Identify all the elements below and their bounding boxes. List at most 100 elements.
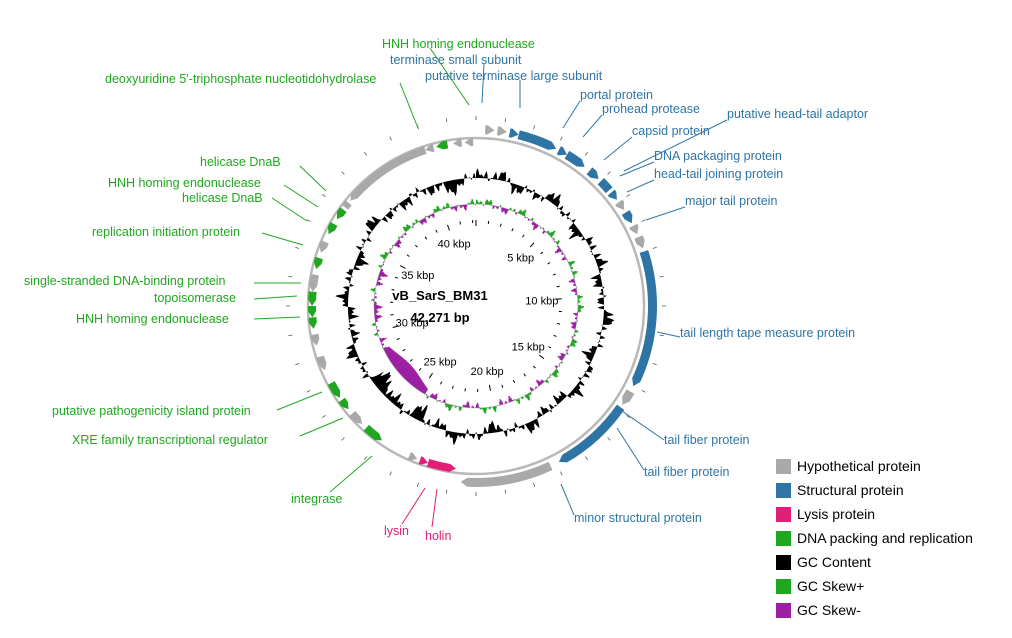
- kbp-tick: [555, 298, 562, 300]
- leader-line: [271, 197, 308, 222]
- outer-tick: [306, 219, 311, 222]
- gene-lysis: [426, 459, 457, 472]
- leader-line: [253, 295, 298, 300]
- gene-dna: [308, 306, 317, 318]
- leader-line: [582, 114, 603, 138]
- legend-swatch: [776, 530, 791, 546]
- gene-hypothetical: [629, 223, 639, 235]
- gene-structural: [601, 182, 613, 194]
- kbp-tick: [428, 372, 433, 379]
- annotation-label: helicase DnaB: [200, 155, 281, 169]
- kbp-tick: [499, 223, 502, 227]
- kbp-tick-label: 30 kbp: [396, 318, 429, 330]
- gene-structural: [564, 150, 585, 167]
- gene-hypothetical: [316, 355, 327, 371]
- annotation-label: major tail protein: [685, 194, 777, 208]
- gc-skew-baseline: [373, 203, 579, 409]
- annotation-label: helicase DnaB: [182, 191, 263, 205]
- leader-line: [253, 316, 301, 320]
- kbp-tick: [391, 289, 395, 291]
- annotation-label: integrase: [291, 492, 342, 506]
- outer-tick: [288, 334, 293, 337]
- outer-tick: [560, 471, 563, 476]
- legend-label: Hypothetical protein: [797, 458, 921, 474]
- kbp-tick: [414, 244, 418, 248]
- kbp-tick: [399, 265, 406, 269]
- annotation-label: tail fiber protein: [644, 465, 730, 479]
- kbp-tick: [538, 354, 545, 360]
- annotation-label: prohead protease: [602, 102, 700, 116]
- gene-dna: [308, 317, 317, 329]
- gene-hypothetical: [309, 273, 319, 292]
- outer-tick: [652, 246, 657, 249]
- kbp-tick: [552, 273, 556, 276]
- leader-line: [560, 483, 575, 516]
- kbp-tick: [409, 359, 413, 362]
- kbp-tick: [459, 221, 461, 225]
- leader-line: [623, 119, 728, 172]
- leader-lines: [253, 47, 728, 528]
- legend-label: GC Skew-: [797, 602, 861, 618]
- gene-hypothetical: [350, 146, 427, 201]
- gene-dna: [313, 256, 323, 270]
- annotation-label: deoxyuridine 5'-triphosphate nucleotidoh…: [105, 72, 376, 86]
- leader-line: [276, 391, 323, 411]
- legend-swatch: [776, 458, 791, 474]
- outer-tick: [585, 152, 589, 156]
- gene-structural: [586, 167, 599, 180]
- kbp-tick: [540, 251, 544, 255]
- kbp-tick: [511, 228, 514, 232]
- kbp-tick: [533, 365, 536, 369]
- gene-structural: [597, 178, 609, 189]
- outer-tick: [341, 171, 345, 175]
- gc-skew-track: [370, 199, 584, 414]
- outer-tick: [533, 482, 536, 487]
- annotation-label: holin: [425, 529, 451, 543]
- legend-swatch: [776, 482, 791, 498]
- outer-tick: [659, 275, 664, 278]
- annotation-label: lysin: [384, 524, 409, 538]
- legend-item: GC Skew-: [776, 598, 1006, 622]
- outer-tick: [341, 437, 345, 441]
- leader-line: [399, 82, 419, 129]
- kbp-tick: [451, 385, 454, 389]
- annotation-label: tail length tape measure protein: [680, 326, 855, 340]
- gene-dna: [436, 140, 449, 150]
- annotation-label: minor structural protein: [574, 511, 702, 525]
- kbp-tick: [392, 325, 399, 329]
- gene-track: [308, 125, 657, 487]
- leader-line: [299, 165, 327, 192]
- outer-tick: [445, 489, 448, 494]
- legend-swatch: [776, 578, 791, 594]
- leader-line: [261, 232, 304, 246]
- kbp-tick: [424, 236, 428, 240]
- gene-hypothetical: [485, 125, 495, 135]
- gene-hypothetical: [622, 389, 635, 405]
- gene-hypothetical: [425, 143, 435, 153]
- outer-tick: [504, 118, 507, 123]
- annotation-label: HNH homing endonuclease: [108, 176, 261, 190]
- kbp-tick: [557, 323, 561, 325]
- leader-line: [619, 161, 655, 177]
- leader-line: [562, 100, 581, 129]
- leader-line: [656, 331, 681, 338]
- kbp-tick: [440, 381, 443, 385]
- gene-hypothetical: [460, 461, 553, 487]
- gene-dna: [336, 207, 347, 220]
- leader-line: [626, 179, 655, 193]
- legend-item: Hypothetical protein: [776, 454, 1006, 478]
- legend-label: GC Content: [797, 554, 871, 570]
- kbp-tick: [523, 373, 527, 377]
- kbp-tick: [447, 224, 450, 231]
- outer-tick: [322, 415, 326, 419]
- annotation-label: HNH homing endonuclease: [382, 37, 535, 51]
- outer-tick: [626, 415, 630, 419]
- legend-item: DNA packing and replication: [776, 526, 1006, 550]
- outer-tick: [295, 363, 300, 366]
- legend-label: Lysis protein: [797, 506, 876, 522]
- annotation-label: topoisomerase: [154, 291, 236, 305]
- leader-line: [621, 410, 665, 441]
- outer-tick: [445, 118, 448, 123]
- kbp-tick-label: 35 kbp: [401, 270, 434, 282]
